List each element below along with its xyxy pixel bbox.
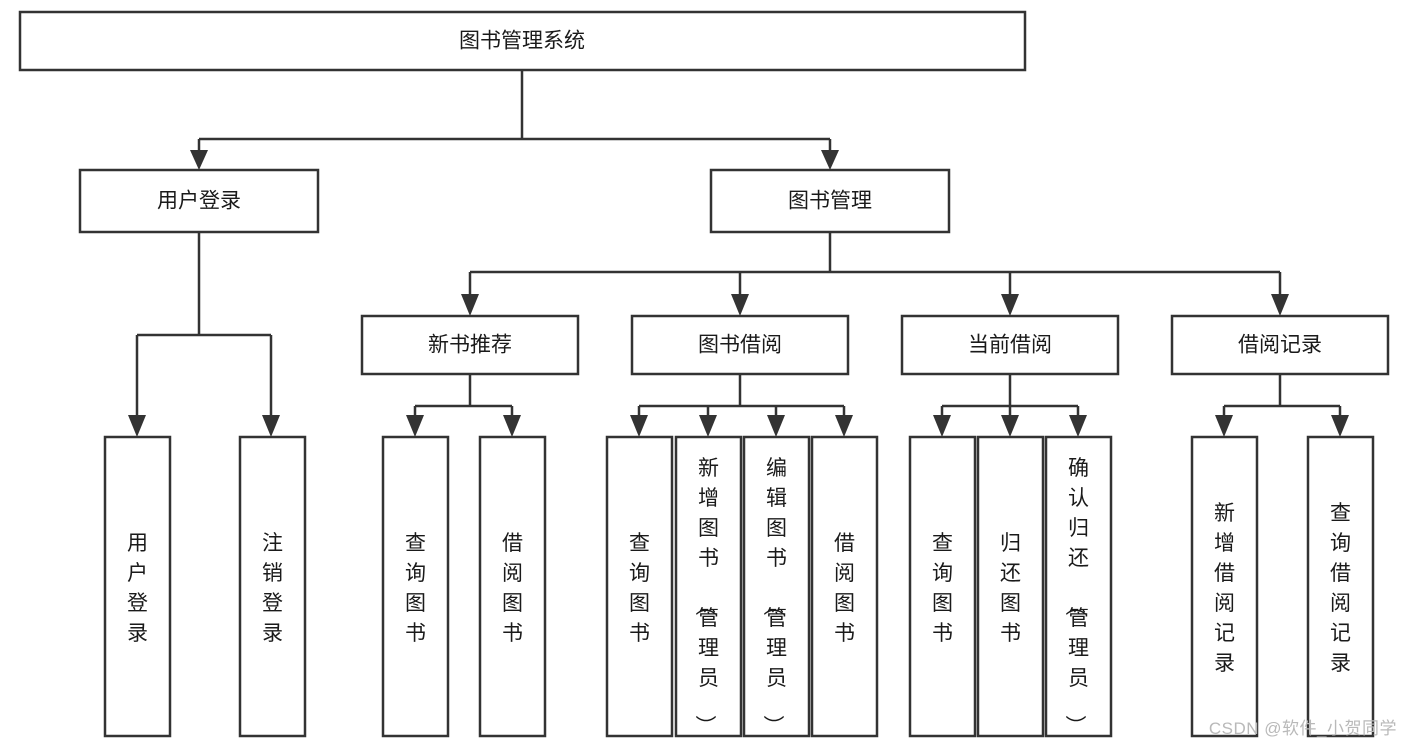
leaf-bb-query-book-box[interactable] bbox=[605, 435, 674, 738]
leaf-bb-borrow-book[interactable]: 借阅图书 bbox=[810, 435, 879, 738]
leaf-bb-add-book-admin[interactable]: 新增图书（管理员） bbox=[674, 435, 743, 738]
arrowhead-new-books bbox=[461, 294, 479, 316]
leaf-br-query-record-label: 查询借阅记录 bbox=[1330, 502, 1351, 675]
node-book-borrow-label: 图书借阅 bbox=[698, 334, 782, 357]
arrowhead-cb-leaf1 bbox=[933, 415, 951, 437]
leaf-user-login-box[interactable] bbox=[103, 435, 172, 738]
arrowhead-bb-leaf2 bbox=[699, 415, 717, 437]
leaf-cb-return-book-label: 归还图书 bbox=[1000, 532, 1021, 645]
arrowhead-book-mgmt bbox=[821, 150, 839, 170]
leaf-cb-confirm-return-admin[interactable]: 确认归还（管理员） bbox=[1044, 435, 1113, 738]
leaf-nb-borrow-book-label: 借阅图书 bbox=[502, 532, 523, 645]
leaf-logout-label: 注销登录 bbox=[262, 532, 283, 645]
leaf-bb-add-book-admin-label: 新增图书（管理员） bbox=[693, 457, 719, 736]
leaf-logout-box[interactable] bbox=[238, 435, 307, 738]
leaf-cb-return-book[interactable]: 归还图书 bbox=[976, 435, 1045, 738]
leaf-br-add-record[interactable]: 新增借阅记录 bbox=[1190, 435, 1259, 738]
node-book-management-box[interactable] bbox=[709, 168, 951, 234]
node-new-book-recommend-box[interactable] bbox=[360, 314, 580, 376]
arrowhead-book-borrow bbox=[731, 294, 749, 316]
node-current-borrow[interactable]: 当前借阅 bbox=[900, 314, 1120, 376]
arrowhead-nb-leaf1 bbox=[406, 415, 424, 437]
node-user-login-label: 用户登录 bbox=[157, 190, 241, 213]
leaf-user-login[interactable]: 用户登录 bbox=[103, 435, 172, 738]
leaf-logout[interactable]: 注销登录 bbox=[238, 435, 307, 738]
node-user-login[interactable]: 用户登录 bbox=[78, 168, 320, 234]
node-current-borrow-label: 当前借阅 bbox=[968, 334, 1052, 357]
leaf-bb-edit-book-admin-box[interactable] bbox=[742, 435, 811, 738]
leaf-nb-borrow-book[interactable]: 借阅图书 bbox=[478, 435, 547, 738]
leaf-bb-add-book-admin-box[interactable] bbox=[674, 435, 743, 738]
node-borrow-records-label: 借阅记录 bbox=[1238, 334, 1322, 357]
arrowhead-current-borrow bbox=[1001, 294, 1019, 316]
leaf-cb-confirm-return-admin-box[interactable] bbox=[1044, 435, 1113, 738]
leaf-br-add-record-box[interactable] bbox=[1190, 435, 1259, 738]
node-book-management[interactable]: 图书管理 bbox=[709, 168, 951, 234]
leaf-cb-return-book-box[interactable] bbox=[976, 435, 1045, 738]
arrowhead-br-leaf2 bbox=[1331, 415, 1349, 437]
node-user-login-box[interactable] bbox=[78, 168, 320, 234]
arrowhead-br-leaf1 bbox=[1215, 415, 1233, 437]
arrowhead-leaf-user-login bbox=[128, 415, 146, 437]
arrowhead-cb-leaf2 bbox=[1001, 415, 1019, 437]
node-book-management-label: 图书管理 bbox=[788, 190, 872, 213]
leaf-cb-query-book-label: 查询图书 bbox=[932, 532, 953, 645]
leaf-bb-borrow-book-box[interactable] bbox=[810, 435, 879, 738]
node-root-label: 图书管理系统 bbox=[459, 30, 585, 53]
leaf-bb-query-book-label: 查询图书 bbox=[629, 532, 650, 645]
arrowhead-leaf-logout bbox=[262, 415, 280, 437]
node-current-borrow-box[interactable] bbox=[900, 314, 1120, 376]
arrowhead-borrow-records bbox=[1271, 294, 1289, 316]
arrowhead-user-login bbox=[190, 150, 208, 170]
arrowhead-bb-leaf4 bbox=[835, 415, 853, 437]
leaf-bb-borrow-book-label: 借阅图书 bbox=[834, 532, 855, 645]
leaf-cb-confirm-return-admin-label: 确认归还（管理员） bbox=[1063, 457, 1089, 736]
node-root-box[interactable] bbox=[18, 10, 1027, 72]
leaf-bb-edit-book-admin-label: 编辑图书（管理员） bbox=[761, 457, 787, 736]
leaf-nb-borrow-book-box[interactable] bbox=[478, 435, 547, 738]
arrowhead-nb-leaf2 bbox=[503, 415, 521, 437]
leaf-br-query-record-box[interactable] bbox=[1306, 435, 1375, 738]
arrowhead-bb-leaf1 bbox=[630, 415, 648, 437]
node-new-book-recommend[interactable]: 新书推荐 bbox=[360, 314, 580, 376]
node-new-book-recommend-label: 新书推荐 bbox=[428, 334, 512, 357]
leaf-nb-query-book-label: 查询图书 bbox=[405, 532, 426, 645]
node-root[interactable]: 图书管理系统 bbox=[18, 10, 1027, 72]
node-book-borrow-box[interactable] bbox=[630, 314, 850, 376]
node-borrow-records-box[interactable] bbox=[1170, 314, 1390, 376]
connector-layer bbox=[128, 70, 1349, 437]
arrowhead-bb-leaf3 bbox=[767, 415, 785, 437]
leaf-br-add-record-label: 新增借阅记录 bbox=[1214, 502, 1235, 675]
leaf-nb-query-book[interactable]: 查询图书 bbox=[381, 435, 450, 738]
arrowhead-cb-leaf3 bbox=[1069, 415, 1087, 437]
leaf-user-login-label: 用户登录 bbox=[127, 532, 148, 645]
node-borrow-records[interactable]: 借阅记录 bbox=[1170, 314, 1390, 376]
leaf-nb-query-book-box[interactable] bbox=[381, 435, 450, 738]
leaf-br-query-record[interactable]: 查询借阅记录 bbox=[1306, 435, 1375, 738]
leaf-cb-query-book-box[interactable] bbox=[908, 435, 977, 738]
leaf-bb-edit-book-admin[interactable]: 编辑图书（管理员） bbox=[742, 435, 811, 738]
leaf-bb-query-book[interactable]: 查询图书 bbox=[605, 435, 674, 738]
node-book-borrow[interactable]: 图书借阅 bbox=[630, 314, 850, 376]
leaf-cb-query-book[interactable]: 查询图书 bbox=[908, 435, 977, 738]
